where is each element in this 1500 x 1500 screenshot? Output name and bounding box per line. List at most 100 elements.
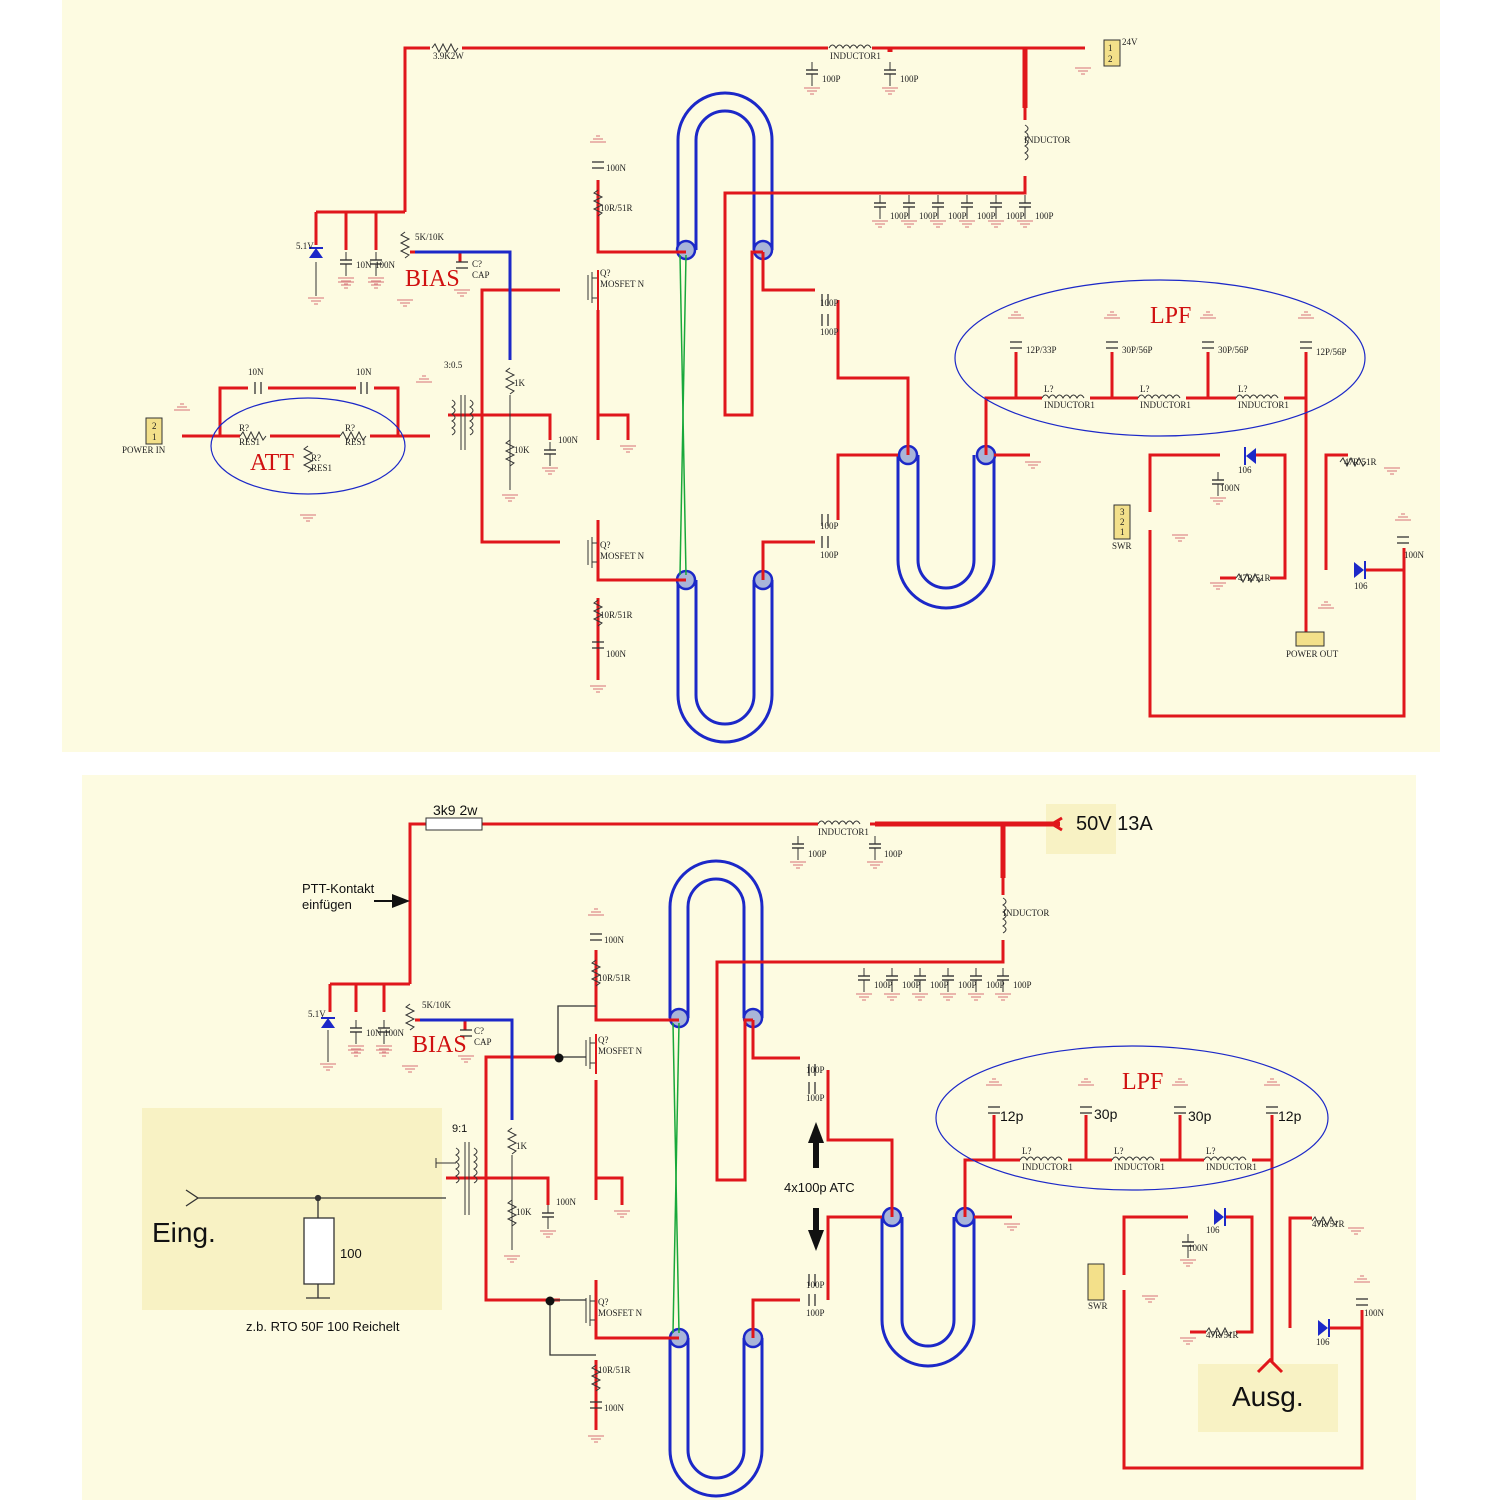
- pin-label: 2: [1108, 54, 1113, 64]
- cap-label: 100N: [556, 1197, 577, 1207]
- inductor1-label: INDUCTOR1: [830, 51, 881, 61]
- inductor-ref-label: L?: [1238, 384, 1248, 394]
- lpf-inductor-label: INDUCTOR1: [1206, 1162, 1257, 1172]
- bottom-red-wiring: [328, 816, 1364, 1470]
- cap-label: 100N: [558, 435, 579, 445]
- zener-label: 5.1V: [308, 1009, 326, 1019]
- diode-label: 106: [1316, 1337, 1330, 1347]
- pin-label: 1: [152, 432, 157, 442]
- cap-type-label: CAP: [472, 270, 490, 280]
- lpf-cap-label: 12p: [1278, 1108, 1302, 1124]
- cap-label: 100P: [958, 980, 977, 990]
- cap-label: 100P: [874, 980, 893, 990]
- bottom-components: [348, 817, 1369, 1409]
- resistor-label: 10R/51R: [600, 610, 633, 620]
- inductor-ref-label: L?: [1206, 1146, 1216, 1156]
- lpf-label-bottom: LPF: [1122, 1069, 1163, 1095]
- pin-label: 3: [1120, 507, 1125, 517]
- resistor-label: 10K: [516, 1207, 532, 1217]
- resistor-ref-label: R?: [345, 423, 355, 433]
- resistor-ref-label: R?: [311, 453, 321, 463]
- cap-label: 100P: [806, 1308, 825, 1318]
- resistor-label: 1K: [514, 378, 526, 388]
- 24v-label: 24V: [1122, 37, 1138, 47]
- output-note-box: [1198, 1364, 1338, 1432]
- arrow-up-icon: [808, 1122, 824, 1143]
- resistor-ref-label: R?: [239, 423, 249, 433]
- top-mosfet-q2: [587, 535, 599, 575]
- lpf-cap-label: 30P/56P: [1122, 345, 1153, 355]
- lpf-inductor-label: INDUCTOR1: [1238, 400, 1289, 410]
- resistor-label: 47R/51R: [1312, 1219, 1345, 1229]
- bottom-mosfet-q2: [585, 1292, 597, 1332]
- cap-label: 100N: [1220, 483, 1241, 493]
- bottom-transformer-loops: [668, 859, 976, 1498]
- output-label: Ausg.: [1232, 1381, 1304, 1412]
- lpf-cap-label: 30p: [1094, 1106, 1118, 1122]
- cap-label: 100P: [1035, 211, 1054, 221]
- top-components: [239, 43, 1410, 649]
- ptt-arrow-icon: [392, 894, 410, 908]
- bias-resistor-label: 3.9K2W: [433, 51, 464, 61]
- bias-resistor-label-bottom: 3k9 2w: [433, 802, 478, 818]
- bottom-bias-blue-wiring: [420, 1018, 514, 1120]
- cap-label: 100N: [604, 935, 625, 945]
- cap-label: 100N: [1364, 1308, 1385, 1318]
- cap-label: 100P: [806, 1280, 825, 1290]
- top-swr-diodes: [1244, 447, 1366, 579]
- mosfet-ref-label: Q?: [600, 268, 611, 278]
- top-transformer-loops: [676, 91, 996, 744]
- cap-label: 100N: [1188, 1243, 1209, 1253]
- top-lpf-ellipse: [954, 279, 1366, 437]
- lpf-inductor-label: INDUCTOR1: [1044, 400, 1095, 410]
- resistor-label: 10R/51R: [598, 973, 631, 983]
- resistor-label: 47R/51R: [1206, 1330, 1239, 1340]
- cap-label: 100P: [806, 1093, 825, 1103]
- lpf-cap-label: 12P/33P: [1026, 345, 1057, 355]
- bottom-green-crosslinks: [672, 1022, 680, 1334]
- inductor-ref-label: L?: [1044, 384, 1054, 394]
- bottom-input-transformer: [435, 1142, 478, 1215]
- cap-label: 100P: [986, 980, 1005, 990]
- pin-label: 2: [1120, 517, 1125, 527]
- bottom-schematic-panel: BIAS LPF 3k9 2w 50V 13A PTT-Kontakt einf…: [82, 775, 1416, 1500]
- power-in-label: POWER IN: [122, 445, 166, 455]
- bottom-mosfet-q1: [585, 1034, 597, 1074]
- bottom-arrows: [374, 894, 824, 1251]
- pin-label: 1: [1120, 527, 1125, 537]
- top-att-ellipse: [210, 397, 406, 495]
- inductor-label: INDUCTOR: [1003, 908, 1049, 918]
- top-green-crosslinks: [679, 254, 687, 576]
- termination-resistor-label: 100: [340, 1246, 362, 1261]
- cap-ref-label: C?: [472, 259, 482, 269]
- cap-label: 100P: [977, 211, 996, 221]
- bottom-gate-black-wiring: [549, 1005, 596, 1356]
- top-bias-blue-wiring: [415, 250, 512, 360]
- cap-ref-label: C?: [474, 1026, 484, 1036]
- bottom-swr-diodes: [1214, 1208, 1330, 1337]
- cap-label: 10N: [356, 260, 372, 270]
- bias-label: BIAS: [405, 266, 460, 292]
- supply-voltage-label: 50V 13A: [1076, 813, 1153, 835]
- top-schematic-panel: ATT BIAS LPF POWER IN POWER OUT SWR 24V …: [62, 0, 1440, 752]
- lpf-inductor-label: INDUCTOR1: [1140, 400, 1191, 410]
- cap-label: 100N: [606, 649, 627, 659]
- bottom-lpf-ellipse: [935, 1045, 1329, 1191]
- lpf-inductor-label: INDUCTOR1: [1022, 1162, 1073, 1172]
- swr-label: SWR: [1112, 541, 1132, 551]
- top-connectors: [145, 39, 1325, 647]
- pot-label: 5K/10K: [415, 232, 445, 242]
- inductor-label: INDUCTOR: [1024, 135, 1070, 145]
- cap-label: 100N: [606, 163, 627, 173]
- bottom-connectors: [1087, 1263, 1105, 1301]
- resistor-label: 47R/51R: [1344, 457, 1377, 467]
- resistor-type-label: RES1: [239, 437, 260, 447]
- pot-label: 5K/10K: [422, 1000, 452, 1010]
- lpf-inductor-label: INDUCTOR1: [1114, 1162, 1165, 1172]
- top-zener-diode: [307, 247, 325, 305]
- pin-label: 2: [152, 421, 157, 431]
- swr-label: SWR: [1088, 1301, 1108, 1311]
- resistor-note-label: z.b. RTO 50F 100 Reichelt: [246, 1319, 400, 1334]
- top-input-transformer: [451, 395, 474, 450]
